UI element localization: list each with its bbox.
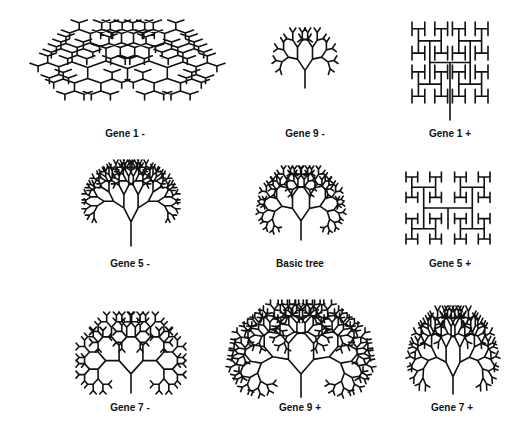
tree-label: Gene 1 + — [429, 128, 471, 140]
tree-label: Basic tree — [276, 258, 324, 270]
biomorph-tree — [272, 28, 338, 88]
tree-label: Gene 7 + — [431, 402, 473, 414]
tree-label: Gene 1 - — [105, 128, 144, 140]
biomorph-tree — [76, 312, 186, 394]
biomorph-tree — [256, 166, 346, 240]
tree-label: Gene 9 + — [279, 402, 321, 414]
tree-label: Gene 5 + — [429, 258, 471, 270]
tree-label: Gene 5 - — [110, 258, 149, 270]
biomorph-tree — [406, 306, 500, 394]
biomorph-tree — [406, 172, 490, 244]
biomorph-tree — [412, 22, 488, 120]
tree-label: Gene 7 - — [110, 402, 149, 414]
biomorph-tree — [30, 20, 225, 100]
biomorph-tree — [82, 160, 180, 246]
tree-label: Gene 9 - — [285, 128, 324, 140]
biomorph-tree — [226, 300, 376, 398]
